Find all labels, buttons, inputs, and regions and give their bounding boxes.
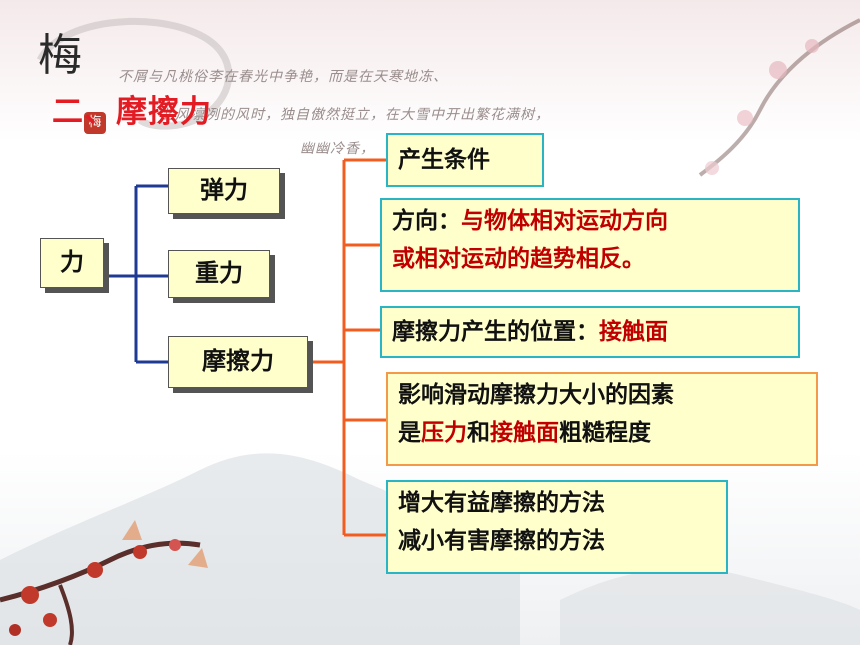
butterfly — [122, 520, 142, 540]
factors-pressure: 压力 — [421, 420, 467, 446]
plum-branch — [698, 18, 860, 177]
plum-blossom — [133, 545, 147, 559]
poem-line-1: 不屑与凡桃俗李在春光中争艳，而是在天寒地冻、 — [118, 69, 448, 85]
plum-blossom — [43, 613, 57, 627]
box-factors: 影响滑动摩擦力大小的因素 是压力和接触面粗糙程度 — [386, 372, 818, 466]
plum-blossom — [87, 562, 103, 578]
direction-text-2: 或相对运动的趋势相反。 — [392, 246, 645, 272]
position-label: 摩擦力产生的位置： — [392, 319, 599, 345]
plum-blossom — [705, 161, 719, 175]
plum-blossom — [169, 539, 181, 551]
poem-line-3: 幽幽冷香， — [300, 141, 375, 157]
red-seal: 梅 — [84, 112, 106, 134]
poem-line-2: 北风凛冽的风时，独自傲然挺立，在大雪中开出繁花满树， — [160, 107, 550, 123]
plum-blossom — [805, 39, 819, 53]
box-methods: 增大有益摩擦的方法 减小有害摩擦的方法 — [386, 480, 728, 574]
ink-brush-circle — [36, 17, 233, 130]
factors-mid: 和 — [467, 420, 490, 446]
slide-title: 二、摩擦力 — [52, 94, 212, 130]
condition-text: 产生条件 — [398, 147, 490, 173]
root-node: 力 — [40, 238, 104, 288]
plum-blossom — [769, 61, 787, 79]
mountain-shape — [560, 568, 860, 645]
node-gravity: 重力 — [168, 250, 270, 298]
plum-branch — [58, 584, 74, 645]
position-value: 接触面 — [599, 319, 668, 345]
butterfly — [188, 548, 208, 568]
methods-line-2: 减小有害摩擦的方法 — [398, 528, 605, 554]
plum-blossom — [9, 624, 21, 636]
box-condition: 产生条件 — [386, 133, 544, 187]
direction-text-1: 与物体相对运动方向 — [461, 208, 668, 234]
node-friction: 摩擦力 — [168, 336, 308, 388]
node-elastic-force: 弹力 — [168, 168, 280, 214]
factors-line-1: 影响滑动摩擦力大小的因素 — [398, 382, 674, 408]
plum-blossom — [737, 110, 753, 126]
factors-contact-surface: 接触面 — [490, 420, 559, 446]
factors-pre: 是 — [398, 420, 421, 446]
methods-line-1: 增大有益摩擦的方法 — [398, 490, 605, 516]
direction-label: 方向： — [392, 208, 461, 234]
factors-post: 粗糙程度 — [559, 420, 651, 446]
box-position: 摩擦力产生的位置：接触面 — [380, 306, 800, 358]
plum-calligraphy-stamp: 梅 — [38, 30, 82, 81]
box-direction: 方向：与物体相对运动方向 或相对运动的趋势相反。 — [380, 198, 800, 292]
plum-blossom — [21, 586, 39, 604]
